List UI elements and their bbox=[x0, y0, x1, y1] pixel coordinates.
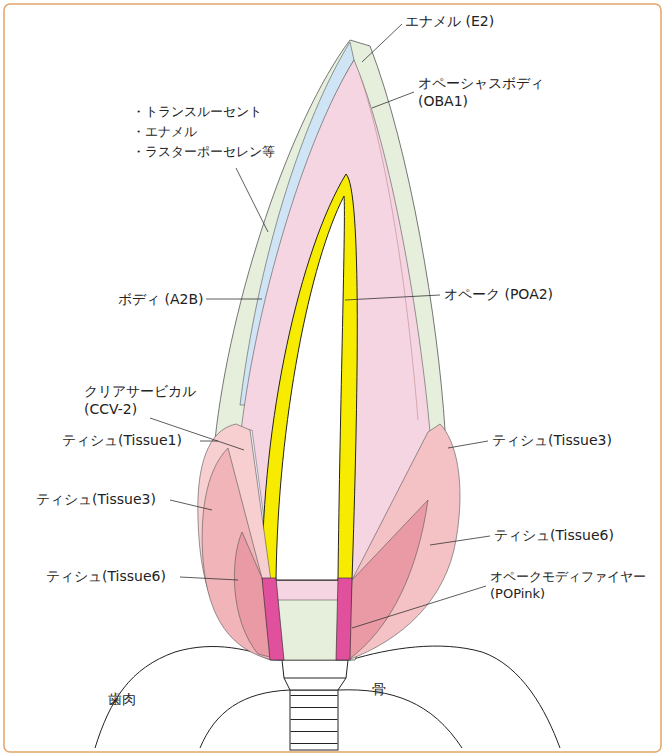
abutment-line bbox=[284, 678, 346, 679]
abutment bbox=[282, 660, 348, 690]
leader-line bbox=[236, 168, 268, 232]
leader-line bbox=[362, 24, 402, 62]
implant-thread bbox=[291, 690, 338, 748]
leader-line bbox=[430, 536, 490, 545]
leader-line bbox=[206, 299, 262, 300]
opaque-modifier bbox=[336, 578, 352, 660]
part-label: オペークモディファイヤー (POPink) bbox=[490, 569, 646, 603]
part-label: ティシュ(Tissue3) bbox=[492, 431, 612, 449]
leader-line bbox=[180, 577, 238, 580]
opaque-layer bbox=[262, 174, 357, 580]
frame bbox=[4, 4, 661, 752]
part-label: ・ラスターポーセレン等 bbox=[132, 144, 275, 161]
part-label: ティシュ(Tissue3) bbox=[36, 490, 156, 508]
part-label: ティシュ(Tissue6) bbox=[46, 567, 166, 585]
part-label: ティシュ(Tissue6) bbox=[494, 526, 614, 544]
part-label: ティシュ(Tissue1) bbox=[62, 431, 182, 449]
bone-outline bbox=[200, 690, 290, 748]
leader-line bbox=[200, 441, 218, 442]
gum-outline bbox=[350, 646, 560, 748]
part-label: オペーク (POA2) bbox=[444, 285, 553, 303]
part-label: ・トランスルーセント bbox=[132, 104, 262, 121]
tissue-layer bbox=[348, 500, 428, 660]
leader-line bbox=[345, 295, 440, 300]
leader-line bbox=[448, 441, 488, 448]
coping bbox=[276, 196, 344, 580]
gum-outline bbox=[95, 647, 280, 748]
part-label: オペーシャスボディ (OBA1) bbox=[418, 74, 544, 110]
leader-line bbox=[170, 500, 212, 510]
part-label: クリアサービカル (CCV-2) bbox=[84, 382, 196, 418]
tissue-layer bbox=[348, 424, 460, 660]
leader-line bbox=[372, 92, 414, 108]
part-label: ボディ (A2B) bbox=[118, 290, 203, 308]
leader-line bbox=[352, 586, 486, 628]
bone-outline bbox=[338, 690, 462, 748]
part-label: 骨 bbox=[372, 680, 386, 698]
implant-fixture bbox=[290, 690, 338, 750]
body-boundary bbox=[360, 75, 418, 420]
part-label: エナメル (E2) bbox=[405, 12, 494, 30]
opaque-modifier bbox=[262, 578, 284, 660]
part-label: ・エナメル bbox=[132, 124, 197, 141]
enamel-shell bbox=[215, 40, 445, 660]
part-label: 歯肉 bbox=[108, 690, 136, 708]
